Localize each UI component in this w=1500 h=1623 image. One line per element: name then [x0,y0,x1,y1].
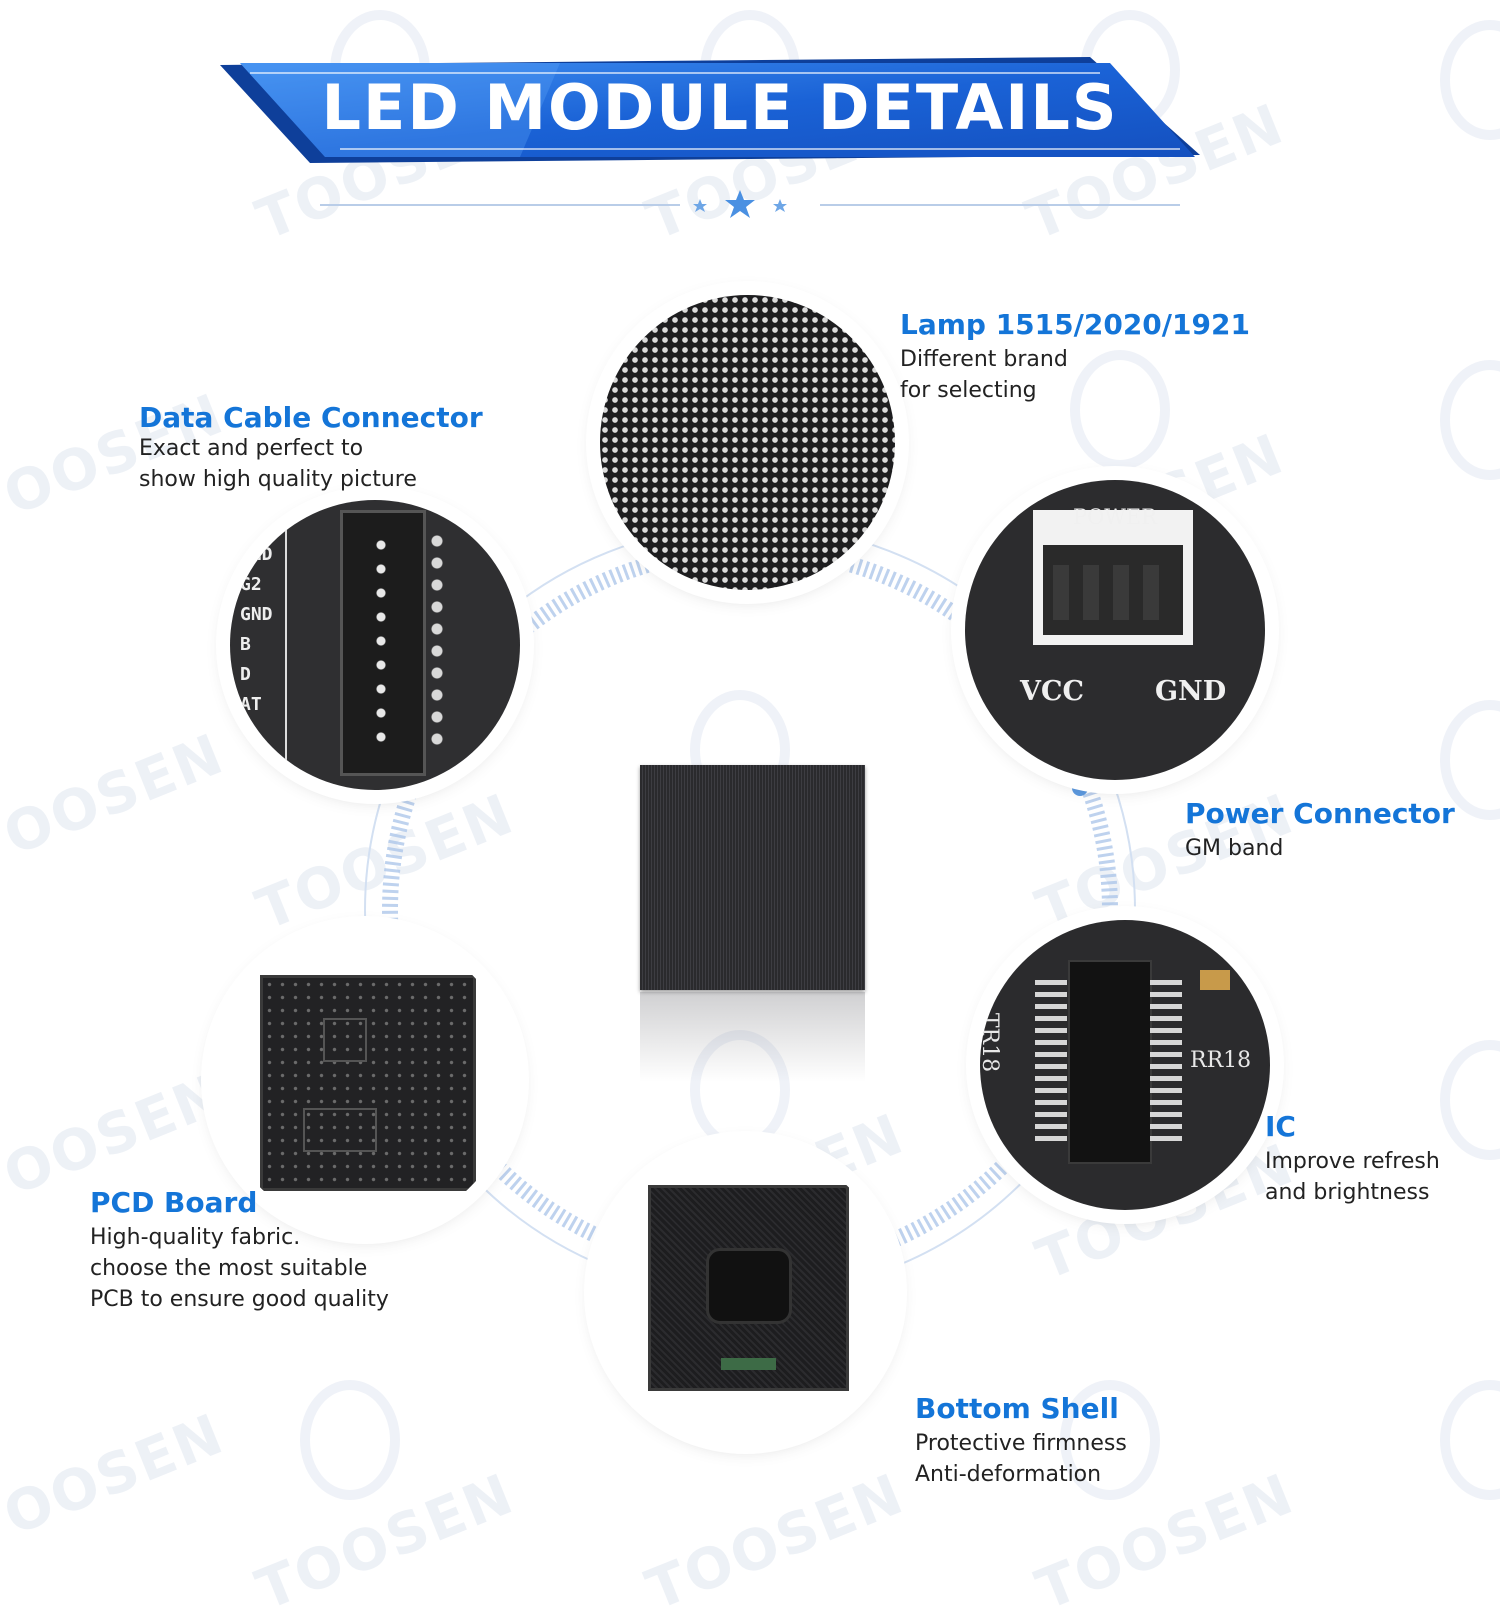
title-divider [320,190,1180,218]
watermark-text: TOOSEN [637,1461,914,1623]
feature-desc-bottom-shell: Protective firmness Anti-deformation [915,1431,1127,1487]
gnd-label: GND [1155,676,1227,707]
feature-title-lamp: Lamp 1515/2020/1921 [900,308,1250,341]
ic-chip-image: TR18 RR18 [980,920,1270,1210]
header-banner: LED MODULE DETAILS [220,45,1220,170]
ic-mark-rr18: RR18 [1190,1048,1252,1073]
watermark-logo-icon [1070,350,1170,470]
small-star-icon [693,199,707,212]
feature-desc-data-cable: Exact and perfect to show high quality p… [139,436,417,492]
watermark-logo-icon [1440,20,1500,140]
star-icon [725,190,755,218]
small-star-icon [773,199,787,212]
power-socket [1043,545,1183,635]
feature-desc-lamp: Different brand for selecting [900,347,1068,403]
watermark-logo-icon [1440,1380,1500,1500]
vcc-label: VCC [1020,676,1084,707]
connector-pin-labels: GND G2 GND B D AT [240,544,273,715]
watermark-text: TOOSEN [0,1401,234,1564]
banner-ribbon [220,57,1200,163]
watermark-logo-icon [300,1380,400,1500]
feature-title-ic: IC [1265,1110,1296,1143]
feature-title-bottom-shell: Bottom Shell [915,1392,1119,1425]
led-module-front-image [640,765,865,990]
data-cable-connector-image: GND G2 GND B D AT [230,500,520,790]
feature-title-pcd-board: PCD Board [90,1186,258,1219]
watermark-logo-icon [1440,1040,1500,1160]
feature-desc-power: GM band [1185,836,1284,861]
watermark-logo-icon [1440,360,1500,480]
feature-desc-ic: Improve refresh and brightness [1265,1149,1440,1205]
ic-mark-tr18: TR18 [980,1012,1003,1073]
ribbon-connector-socket [340,510,426,776]
watermark-logo-icon [1440,700,1500,820]
watermark-logo-icon [1060,1380,1160,1500]
lamp-closeup-image [600,295,895,590]
pcb-board-image [215,930,515,1230]
watermark-text: TOOSEN [247,1461,524,1623]
power-silkscreen: POWER [1072,505,1158,529]
bottom-shell-image [598,1145,893,1440]
page-title: LED MODULE DETAILS [321,71,1119,144]
feature-title-power: Power Connector [1185,797,1455,830]
ic-chip-body [1068,960,1152,1164]
module-reflection [640,992,865,1082]
watermark-text: TOOSEN [0,721,234,884]
feature-desc-pcd-board: High-quality fabric. choose the most sui… [90,1225,389,1312]
feature-title-data-cable: Data Cable Connector [139,401,483,434]
power-connector-image: POWER VCC GND [965,480,1265,780]
